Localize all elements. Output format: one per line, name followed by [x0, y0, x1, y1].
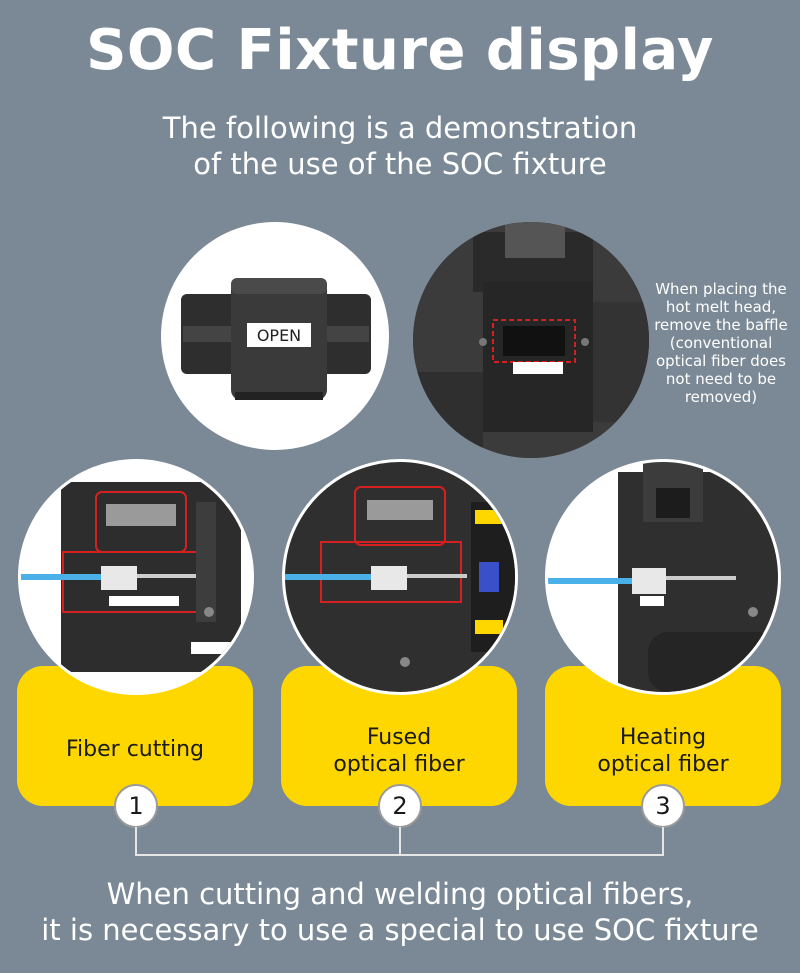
- note-line: (conventional: [669, 334, 773, 352]
- connector-line: [399, 827, 401, 855]
- footer-line-1: When cutting and welding optical fibers,: [106, 877, 694, 911]
- subtitle-line-1: The following is a demonstration: [162, 111, 638, 145]
- footer-text: When cutting and welding optical fibers,…: [0, 876, 800, 948]
- note-line: remove the baffle: [654, 316, 788, 334]
- page-subtitle: The following is a demonstration of the …: [0, 110, 800, 182]
- step-label: Fused optical fiber: [333, 725, 465, 777]
- fiber-cutting-illustration: [21, 482, 241, 672]
- step-number-1: 1: [114, 784, 158, 828]
- step-number-3: 3: [641, 784, 685, 828]
- open-label-plate: [247, 323, 311, 347]
- step-label: Heating optical fiber: [597, 725, 729, 777]
- fiber-cutting-photo: [18, 459, 254, 695]
- heating-photo: [545, 459, 781, 695]
- connector-line: [135, 854, 664, 856]
- step-number-2: 2: [378, 784, 422, 828]
- fixture-photo: OPEN: [161, 222, 389, 450]
- open-label: OPEN: [257, 326, 301, 345]
- note-line: not need to be: [665, 370, 777, 388]
- footer-line-2: it is necessary to use a special to use …: [41, 913, 759, 947]
- fusion-illustration: [285, 462, 515, 692]
- baffle-photo: [413, 222, 649, 458]
- step-label: Fiber cutting: [65, 737, 204, 762]
- page-title: SOC Fixture display: [86, 18, 714, 83]
- subtitle-line-2: of the use of the SOC fixture: [193, 147, 607, 181]
- baffle-illustration: [413, 222, 649, 458]
- fixture-illustration: OPEN: [181, 278, 371, 400]
- note-line: hot melt head,: [665, 298, 777, 316]
- connector-line: [135, 827, 137, 855]
- connector-line: [662, 827, 664, 855]
- note-line: optical fiber does: [656, 352, 786, 370]
- heating-illustration: [548, 462, 778, 692]
- note-line: removed): [684, 388, 758, 406]
- baffle-note: When placing the hot melt head, remove t…: [648, 280, 794, 406]
- note-line: When placing the: [655, 280, 787, 298]
- fusion-splicing-photo: [282, 459, 518, 695]
